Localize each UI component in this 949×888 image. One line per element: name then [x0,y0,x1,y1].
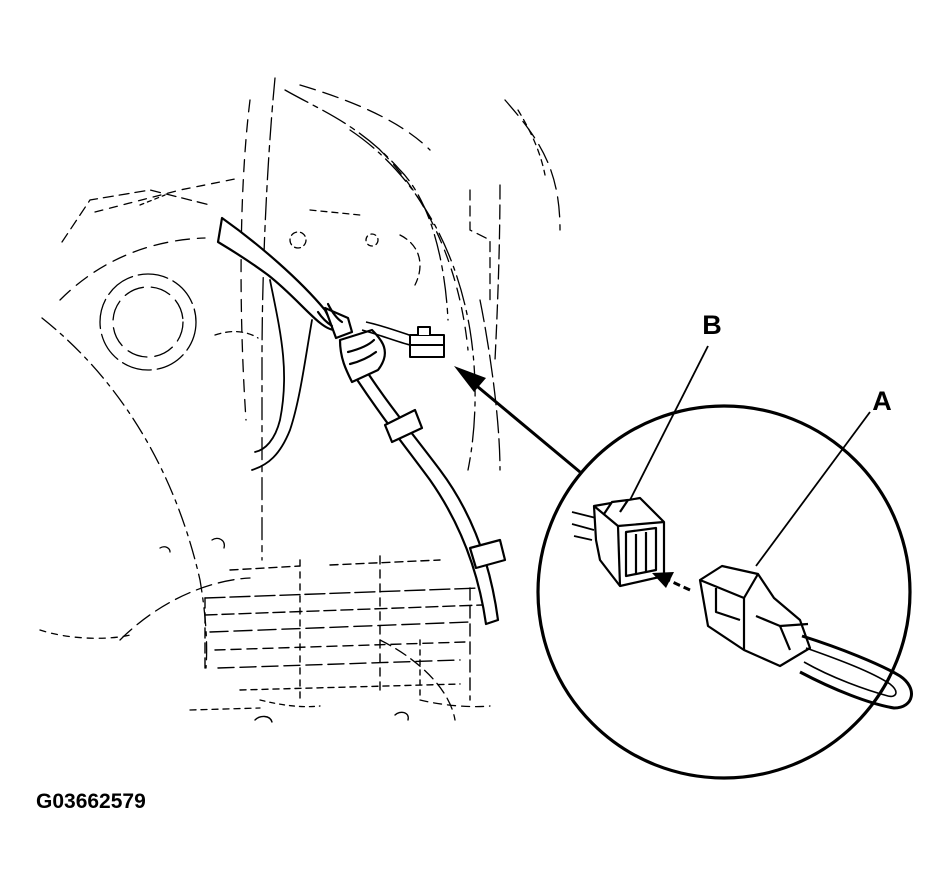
figure-id: G03662579 [36,790,146,813]
mating-arrow [652,572,691,592]
lower-rail-block [204,555,483,723]
wire-harness [216,216,507,626]
connector-a [698,564,913,710]
connector-b [571,496,666,588]
installed-connector [361,321,445,358]
callout-arrow [454,366,581,474]
label-leaders [629,345,871,567]
label-a: A [872,386,892,416]
leader-a [755,411,871,567]
label-b: B [702,310,722,340]
leader-b [629,345,709,501]
